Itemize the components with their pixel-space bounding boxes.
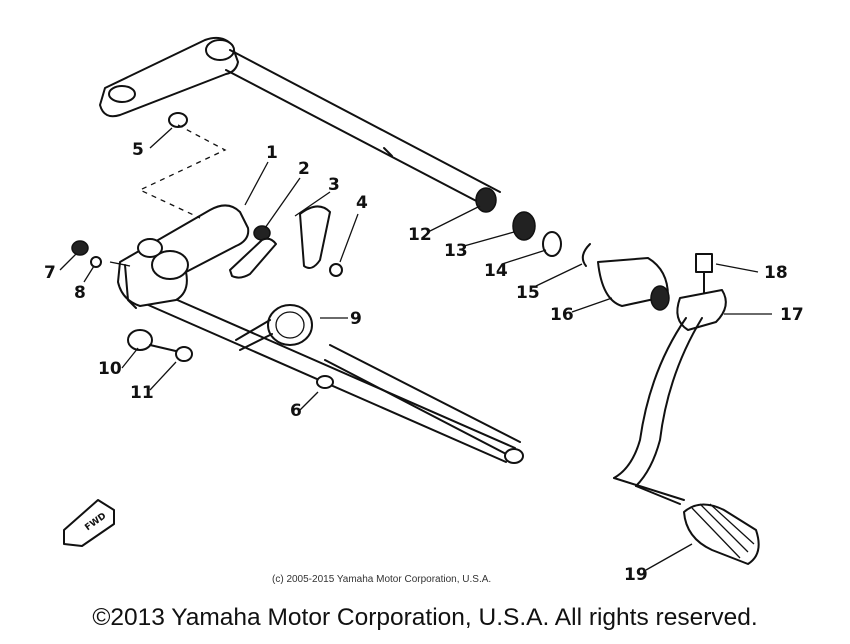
part-number-10: 10: [98, 359, 122, 379]
part-number-3: 3: [328, 175, 340, 195]
part-number-4: 4: [356, 193, 368, 213]
lower-shift-shaft: [145, 287, 524, 464]
part-number-8: 8: [74, 283, 86, 303]
part-number-2: 2: [298, 159, 310, 179]
shift-arm-assembly: [109, 204, 250, 309]
part-number-12: 12: [408, 225, 432, 245]
shift-pawl-parts: [229, 205, 343, 279]
washer-8: [90, 256, 102, 268]
part-number-7: 7: [44, 263, 56, 283]
part-number-6: 6: [290, 401, 302, 421]
copyright-footer: ©2013 Yamaha Motor Corporation, U.S.A. A…: [92, 604, 758, 631]
washer-5: [168, 112, 188, 128]
part-number-1: 1: [266, 143, 278, 163]
part-number-5: 5: [132, 140, 144, 160]
part-number-9: 9: [350, 309, 362, 329]
fwd-arrow-icon: FWD: [63, 499, 115, 547]
part-number-14: 14: [484, 261, 508, 281]
inner-copyright: (c) 2005-2015 Yamaha Motor Corporation, …: [272, 574, 491, 585]
exploded-parts-diagram: 1 2 3 4 5 6 7 8 9 10 11 12 13 14 15 16 1…: [44, 36, 804, 585]
part-number-11: 11: [130, 383, 154, 403]
callout-lines: [59, 127, 772, 571]
part-number-19: 19: [624, 565, 648, 585]
adjuster-bolt: [127, 329, 193, 362]
part-number-13: 13: [444, 241, 468, 261]
part-number-18: 18: [764, 263, 788, 283]
shaft-seal-parts: [512, 211, 670, 311]
part-number-16: 16: [550, 305, 574, 325]
return-spring: [235, 304, 313, 351]
nut-7: [71, 240, 89, 256]
upper-shift-shaft: [99, 36, 501, 213]
part-number-17: 17: [780, 305, 804, 325]
shift-pedal: [613, 253, 760, 565]
part-number-15: 15: [516, 283, 540, 303]
